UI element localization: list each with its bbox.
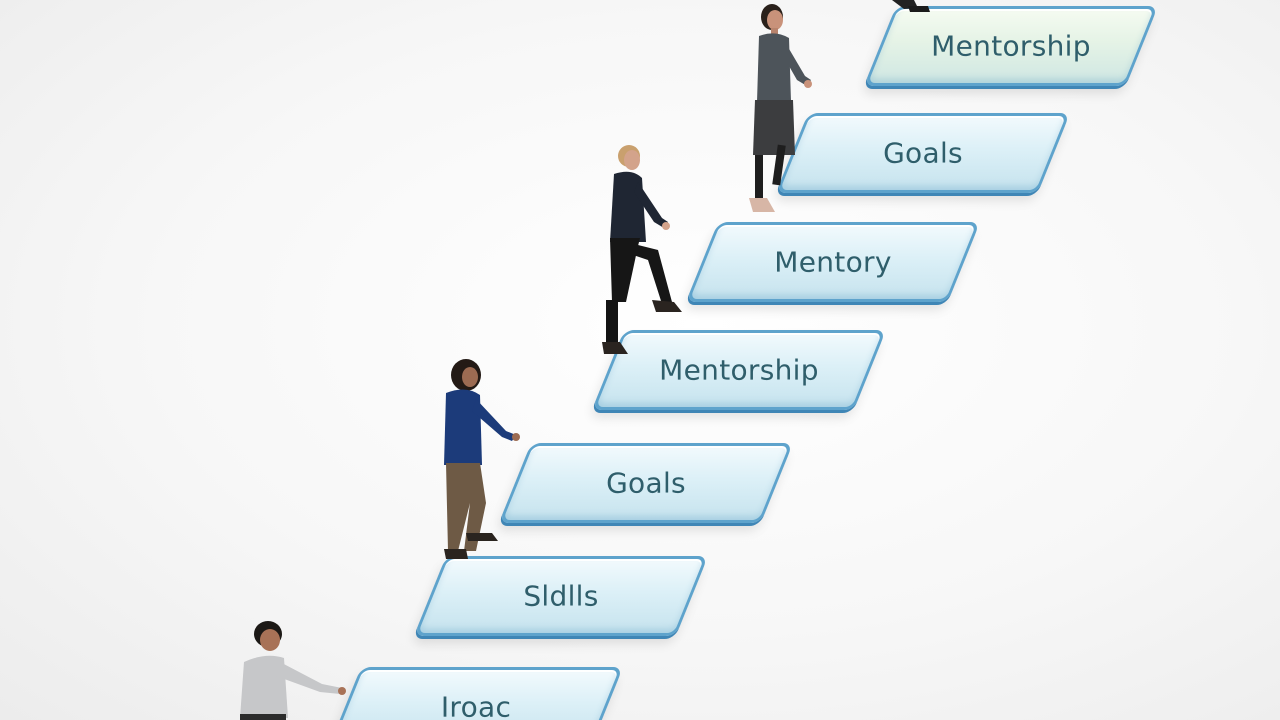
step-1-label: Mentorship — [931, 29, 1091, 63]
step-3-label: Mentory — [774, 245, 892, 279]
step-5-label: Goals — [606, 466, 686, 500]
person-woman-blue — [436, 355, 526, 565]
person-top-partial — [884, 0, 944, 20]
step-5: Goals — [498, 443, 794, 523]
step-3: Mentory — [685, 222, 981, 302]
step-6: Sldlls — [413, 556, 709, 636]
person-woman-navy — [596, 142, 686, 357]
step-4-label: Mentorship — [659, 353, 819, 387]
step-7: Iroac — [328, 667, 624, 720]
step-2-label: Goals — [883, 136, 963, 170]
step-6-label: Sldlls — [523, 579, 599, 613]
person-woman-grey — [745, 0, 825, 215]
person-man-grey — [230, 618, 350, 720]
step-7-label: Iroac — [440, 690, 512, 720]
